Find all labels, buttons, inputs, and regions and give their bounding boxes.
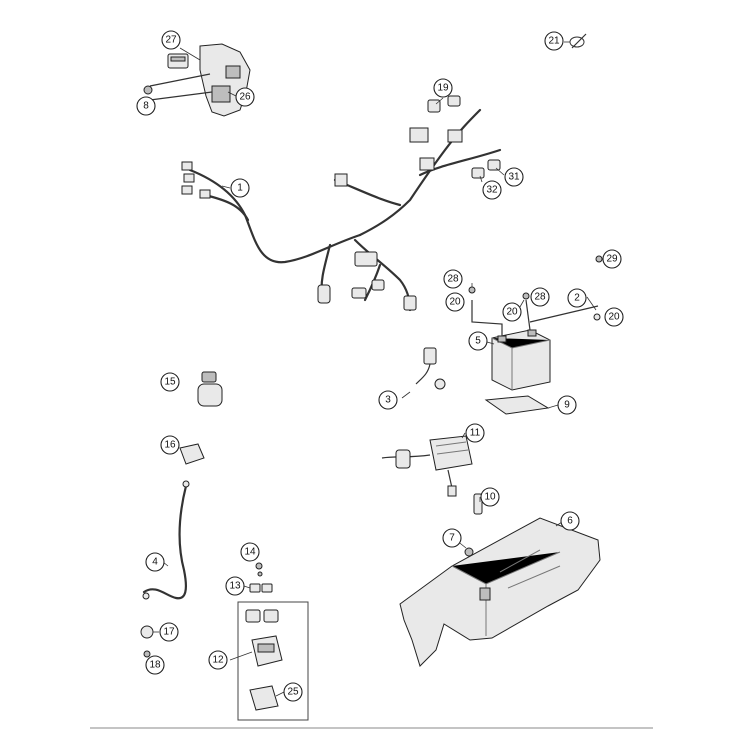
callout-15: 15 (160, 372, 180, 392)
svg-text:2: 2 (574, 293, 580, 304)
svg-text:26: 26 (239, 92, 251, 103)
callout-28-left: 28 (443, 269, 463, 289)
part-4-ground-cable (142, 480, 190, 600)
part-19-connector (427, 95, 461, 113)
svg-text:4: 4 (152, 557, 158, 568)
part-12-fuse-box (229, 601, 309, 721)
callout-14: 14 (240, 542, 260, 562)
svg-text:29: 29 (606, 254, 618, 265)
callout-29: 29 (602, 249, 622, 269)
callout-27: 27 (161, 30, 181, 50)
part-26-bracket (149, 43, 251, 117)
part-21-cable-tie (569, 33, 587, 49)
svg-text:16: 16 (164, 440, 176, 451)
callout-20-middle: 20 (502, 302, 522, 322)
svg-text:14: 14 (244, 547, 256, 558)
svg-text:21: 21 (548, 36, 560, 47)
svg-text:12: 12 (212, 655, 224, 666)
svg-text:27: 27 (165, 35, 177, 46)
part-3-sensor (415, 347, 446, 390)
callout-5: 5 (468, 331, 488, 351)
callout-32: 32 (482, 180, 502, 200)
callout-28-right: 28 (530, 287, 550, 307)
callout-31: 31 (504, 167, 524, 187)
part-11-regulator (381, 435, 473, 497)
part-9-pad (484, 395, 550, 415)
part-17-cap (140, 625, 154, 639)
part-1-wiring-harness (181, 108, 502, 312)
part-20-washer-right (593, 313, 601, 321)
svg-text:19: 19 (437, 83, 449, 94)
callout-26: 26 (235, 87, 255, 107)
svg-text:20: 20 (449, 297, 461, 308)
callout-21: 21 (544, 31, 564, 51)
svg-text:15: 15 (164, 377, 176, 388)
part-31-32-connectors (471, 159, 501, 179)
callout-8: 8 (136, 96, 156, 116)
part-6-battery-tray (399, 517, 601, 667)
callout-17: 17 (159, 622, 179, 642)
svg-text:17: 17 (163, 627, 175, 638)
callout-16: 16 (160, 435, 180, 455)
svg-text:3: 3 (385, 395, 391, 406)
callout-10: 10 (480, 487, 500, 507)
callout-20-right: 20 (604, 307, 624, 327)
part-14-screw (255, 562, 263, 577)
svg-text:1: 1 (237, 183, 243, 194)
part-7-nut (464, 547, 474, 557)
part-2-cable (529, 305, 599, 323)
part-27-relay (167, 53, 189, 69)
svg-text:28: 28 (447, 274, 459, 285)
part-15-relay (197, 371, 223, 407)
callout-4: 4 (145, 552, 165, 572)
svg-text:18: 18 (149, 660, 161, 671)
svg-text:28: 28 (534, 292, 546, 303)
svg-text:9: 9 (564, 400, 570, 411)
svg-text:20: 20 (608, 312, 620, 323)
svg-text:10: 10 (484, 492, 496, 503)
svg-text:20: 20 (506, 307, 518, 318)
part-13-fuse (249, 583, 273, 593)
svg-text:11: 11 (470, 428, 481, 439)
part-28-nut-right (522, 292, 530, 300)
svg-text:7: 7 (449, 533, 455, 544)
svg-text:25: 25 (287, 687, 299, 698)
callout-19: 19 (433, 78, 453, 98)
callout-11: 11 (465, 423, 485, 443)
callout-7: 7 (442, 528, 462, 548)
part-5-battery (471, 299, 551, 391)
callout-12: 12 (208, 650, 228, 670)
svg-text:6: 6 (567, 516, 573, 527)
svg-text:31: 31 (508, 172, 520, 183)
callout-20-left: 20 (445, 292, 465, 312)
callout-2: 2 (567, 288, 587, 308)
callout-9: 9 (557, 395, 577, 415)
part-18-bolt (143, 650, 151, 658)
callout-13: 13 (225, 576, 245, 596)
svg-text:5: 5 (475, 336, 481, 347)
callout-3: 3 (378, 390, 398, 410)
part-29-nut (595, 255, 603, 263)
part-25-cover (249, 685, 279, 711)
svg-text:13: 13 (229, 581, 241, 592)
callout-1: 1 (230, 178, 250, 198)
callout-25: 25 (283, 682, 303, 702)
part-16-holder (179, 443, 205, 465)
part-28-nut-left (468, 286, 476, 294)
callout-18: 18 (145, 655, 165, 675)
svg-text:32: 32 (486, 185, 498, 196)
callout-6: 6 (560, 511, 580, 531)
svg-text:8: 8 (143, 101, 149, 112)
